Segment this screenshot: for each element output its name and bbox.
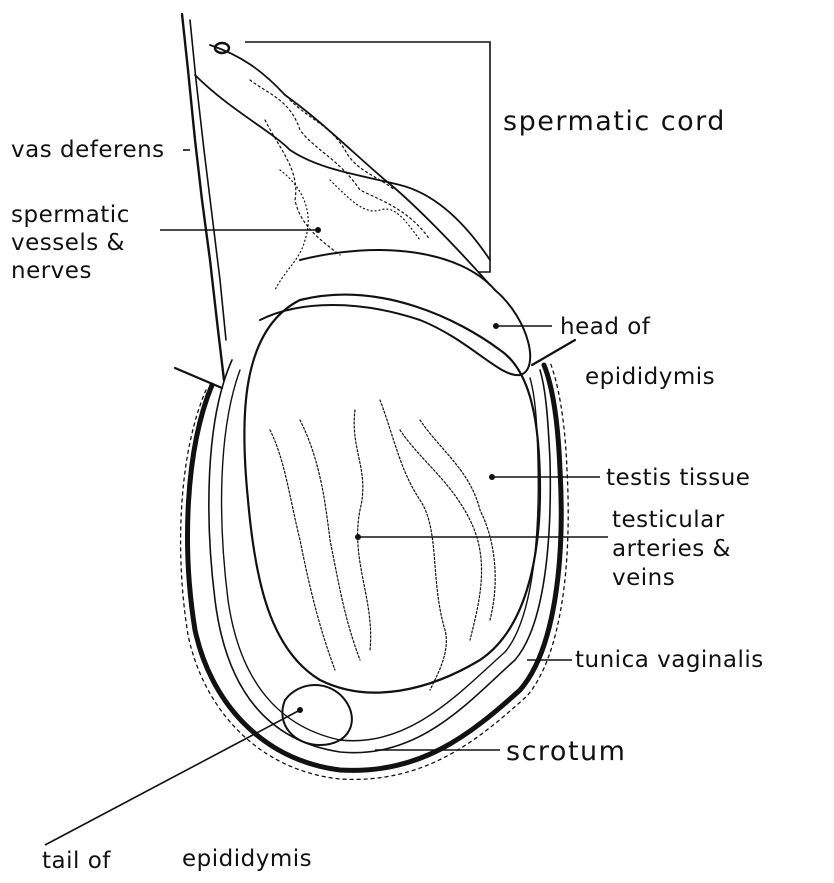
- label-spermatic-vessels-2: vessels &: [11, 230, 125, 256]
- label-spermatic-cord: spermatic cord: [503, 106, 726, 137]
- label-vas-deferens: vas deferens: [11, 137, 165, 163]
- labels: spermatic cord vas deferens spermatic ve…: [11, 106, 764, 874]
- label-tail-epididymis-1: tail of: [42, 848, 111, 874]
- label-spermatic-vessels-3: nerves: [11, 258, 92, 284]
- spermatic-vessels-dot: [315, 227, 321, 233]
- label-head-epididymis-1: head of: [560, 314, 651, 340]
- tunica-vaginalis-drawing: [209, 360, 550, 753]
- label-testis-tissue: testis tissue: [606, 465, 750, 491]
- label-testicular-arteries-1: testicular: [612, 507, 725, 533]
- testicular-arteries-dot: [355, 534, 361, 540]
- label-scrotum: scrotum: [506, 736, 626, 767]
- tail-epididymis-leader: [45, 710, 300, 845]
- label-head-epididymis-2: epididymis: [585, 364, 715, 390]
- spermatic-cord-drawing: [182, 14, 490, 380]
- label-tunica-vaginalis: tunica vaginalis: [575, 647, 764, 673]
- head-epididymis-dot: [493, 323, 499, 329]
- spermatic-cord-bracket: [245, 42, 490, 272]
- testis-drawing: [244, 295, 540, 693]
- label-testicular-arteries-2: arteries &: [612, 536, 731, 562]
- label-tail-epididymis-2: epididymis: [182, 846, 312, 872]
- label-spermatic-vessels-1: spermatic: [11, 202, 130, 228]
- scrotum-drawing: [175, 340, 575, 779]
- tail-epididymis-dot: [297, 707, 303, 713]
- label-testicular-arteries-3: veins: [612, 565, 675, 591]
- testis-tissue-dot: [489, 474, 495, 480]
- epididymis-tail-drawing: [282, 685, 352, 745]
